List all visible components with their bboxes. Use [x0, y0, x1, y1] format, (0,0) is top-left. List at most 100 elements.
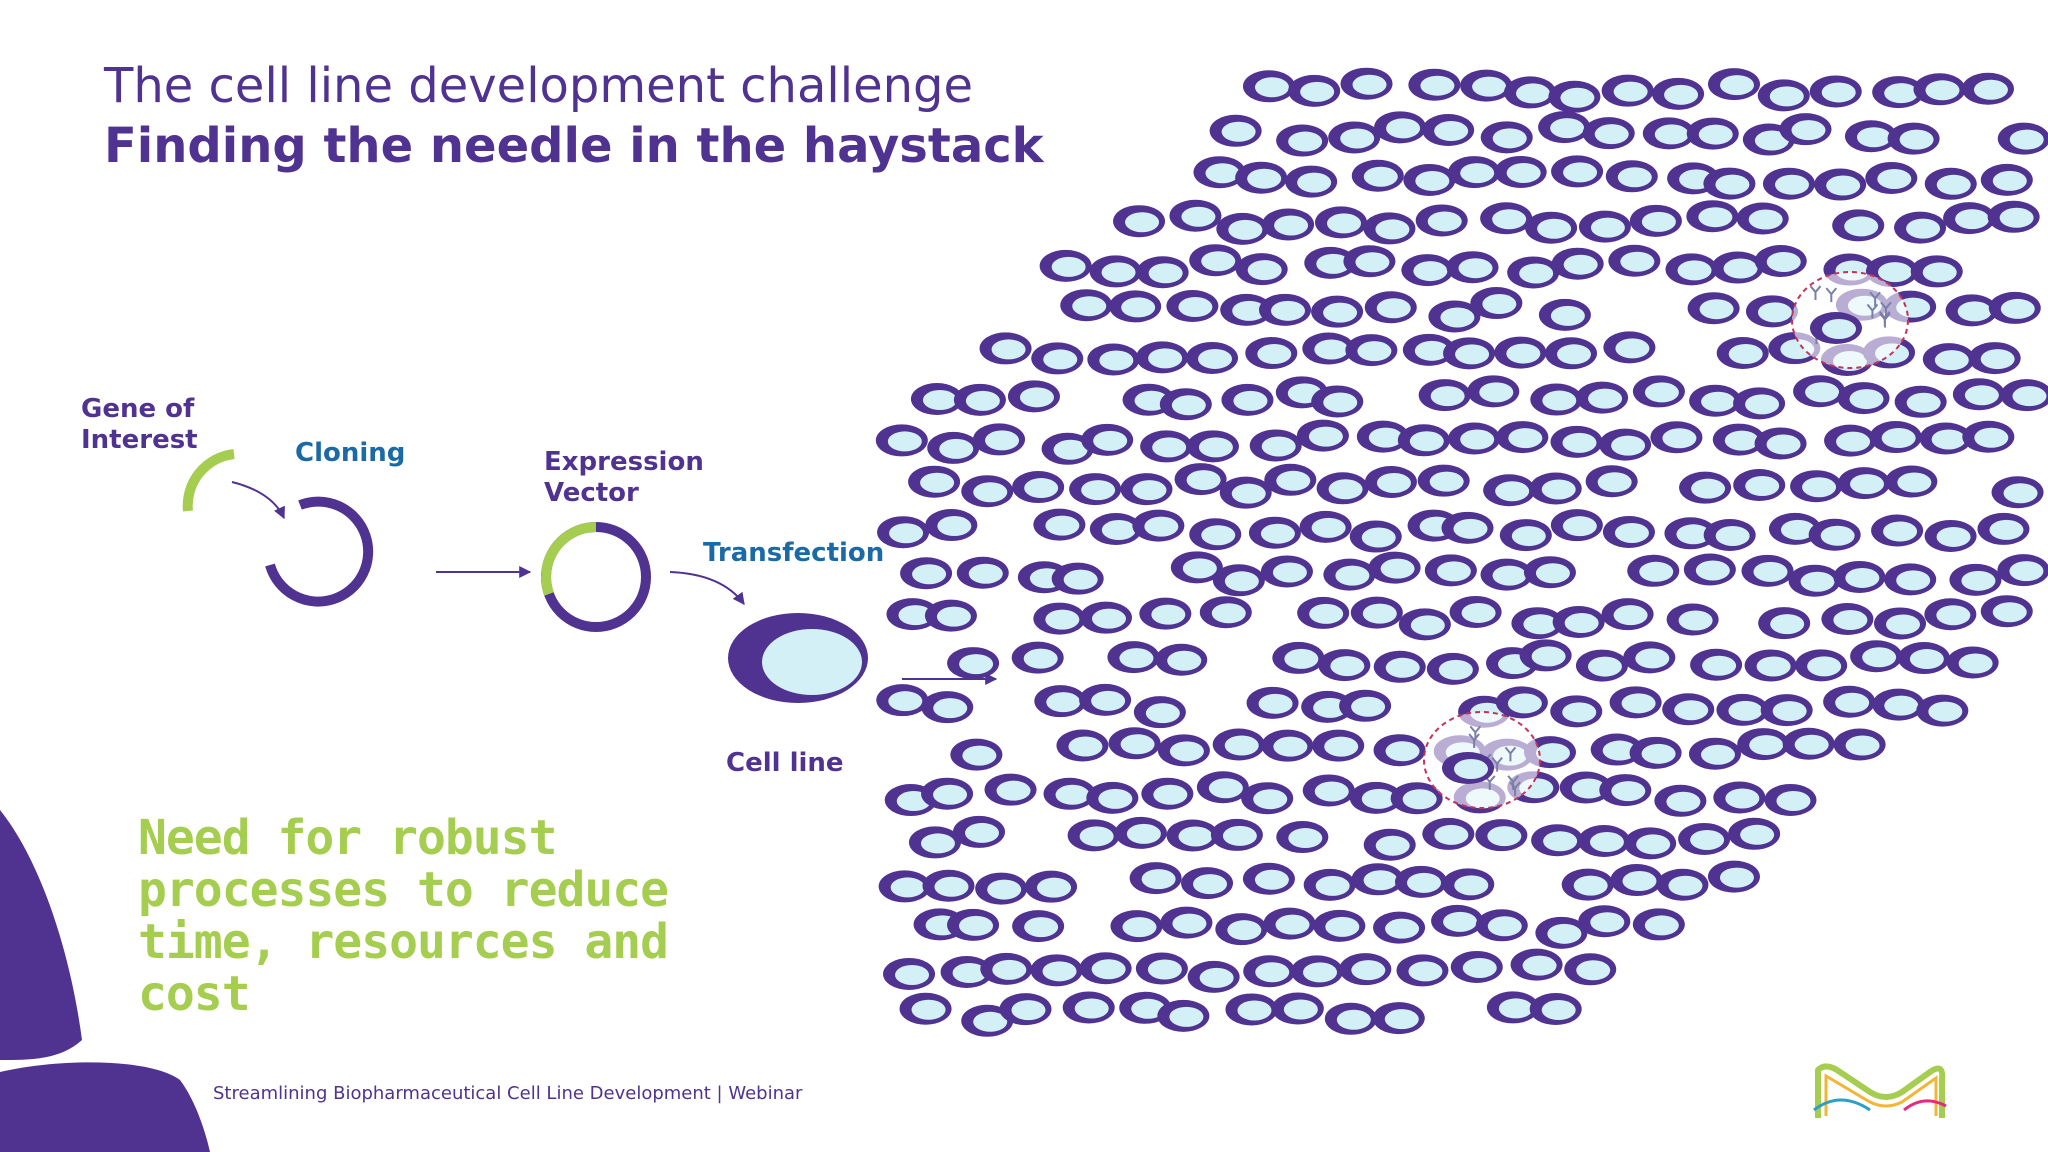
population-cell-nucleus [934, 876, 969, 897]
population-cell-nucleus [895, 964, 930, 985]
population-cell-nucleus [1361, 788, 1396, 809]
population-cell-nucleus [1543, 831, 1578, 852]
population-cell-nucleus [1414, 340, 1449, 361]
population-cell-nucleus [1622, 871, 1657, 892]
population-cell-nucleus [1590, 217, 1625, 238]
population-cell-nucleus [1275, 914, 1310, 935]
population-cell-nucleus [1617, 167, 1652, 188]
population-cell-nucleus [1897, 472, 1932, 493]
population-cell-nucleus [1770, 614, 1805, 635]
corner-shape-left [0, 810, 82, 1060]
population-cell-nucleus [1288, 131, 1323, 152]
population-cell-nucleus [1511, 526, 1546, 547]
population-cell-nucleus [1989, 519, 2024, 540]
population-cell-nucleus [1151, 604, 1186, 625]
population-cell-nucleus [2009, 561, 2044, 582]
population-cell-nucleus [1430, 386, 1465, 407]
population-cell-nucleus [1662, 428, 1697, 449]
population-cell-nucleus [1562, 432, 1597, 453]
population-cell-nucleus [1766, 251, 1801, 272]
population-cell-nucleus [1961, 570, 1996, 591]
antibody-icon [1504, 746, 1517, 762]
population-cell-nucleus [1362, 603, 1397, 624]
population-cell-nucleus [1676, 524, 1711, 545]
population-cell-nucleus [1429, 471, 1464, 492]
population-cell-nucleus [1794, 734, 1829, 755]
population-cell-nucleus [1590, 912, 1625, 933]
population-cell-nucleus [1201, 525, 1236, 546]
population-cell-nucleus [1886, 614, 1921, 635]
population-cell-nucleus [1877, 168, 1912, 189]
population-cell-nucleus [952, 963, 987, 984]
population-cell-nucleus [1288, 828, 1323, 849]
population-cell-nucleus [1247, 260, 1282, 281]
population-cell-nucleus [1385, 918, 1420, 939]
population-cell-nucleus [2009, 129, 2044, 150]
population-cell-nucleus [973, 482, 1008, 503]
population-cell-nucleus [1728, 700, 1763, 721]
population-cell-nucleus [1260, 523, 1295, 544]
population-cell-nucleus [1702, 655, 1737, 676]
population-cell-nucleus [1384, 1009, 1419, 1030]
population-cell-nucleus [1928, 701, 1963, 722]
population-cell-nucleus [1327, 213, 1362, 234]
population-cell-nucleus [1148, 348, 1183, 369]
population-cell-nucleus [1247, 168, 1282, 189]
population-cell-nucleus [1602, 740, 1637, 761]
population-cell-nucleus [1766, 434, 1801, 455]
transfection-label: Transfection [703, 538, 885, 568]
population-cell-nucleus [1537, 218, 1572, 239]
population-cell-nucleus [1261, 436, 1296, 457]
population-cell-nucleus [1079, 826, 1114, 847]
population-cell-nucleus [1037, 877, 1072, 898]
callout-text: Need for robust processes to reduce time… [138, 810, 669, 1022]
population-cell-nucleus [1042, 961, 1077, 982]
population-cell-nucleus [1351, 960, 1386, 981]
population-cell-nucleus [1043, 349, 1078, 370]
antibody-icon [1507, 775, 1519, 790]
population-cell-nucleus [1690, 829, 1725, 850]
population-cell-nucleus [1462, 957, 1497, 978]
population-cell-nucleus [1845, 567, 1880, 588]
population-cell-nucleus [890, 877, 925, 898]
population-cell-nucleus [2000, 298, 2035, 319]
population-cell-nucleus [1274, 215, 1309, 236]
population-cell-nucleus [1472, 76, 1507, 97]
population-cell-nucleus [1877, 262, 1912, 283]
population-cell-nucleus [1193, 874, 1228, 895]
population-cell-nucleus [1715, 525, 1750, 546]
population-cell-nucleus [1850, 474, 1885, 495]
population-cell-nucleus [1720, 75, 1755, 96]
population-cell-nucleus [1385, 657, 1420, 678]
population-cell-nucleus [1172, 913, 1207, 934]
population-cell-nucleus [1410, 615, 1445, 636]
population-cell-nucleus [1906, 218, 1941, 239]
population-cell-nucleus [920, 472, 955, 493]
population-cell-nucleus [1541, 479, 1576, 500]
population-cell-nucleus [1045, 515, 1080, 536]
population-cell-nucleus [1776, 790, 1811, 811]
population-cell-nucleus [1535, 743, 1570, 764]
population-cell-nucleus [1224, 571, 1259, 592]
population-cell-nucleus [1055, 784, 1090, 805]
population-cell-nucleus [1232, 300, 1267, 321]
population-cell-nucleus [1178, 297, 1213, 318]
population-cell-nucleus [1167, 650, 1202, 671]
population-cell-nucleus [1368, 427, 1403, 448]
population-cell-nucleus [991, 339, 1026, 360]
population-cell-nucleus [1636, 834, 1671, 855]
population-cell-nucleus [1283, 999, 1318, 1020]
population-cell-nucleus [1147, 959, 1182, 980]
footer-text: Streamlining Biopharmaceutical Cell Line… [213, 1083, 803, 1104]
population-cell-nucleus [1519, 263, 1554, 284]
population-cell-nucleus [1068, 736, 1103, 757]
population-cell-nucleus [933, 784, 968, 805]
population-cell-nucleus [1588, 388, 1623, 409]
population-cell-nucleus [1719, 867, 1754, 888]
population-cell-nucleus [1126, 823, 1161, 844]
population-cell-nucleus [939, 438, 974, 459]
population-cell-nucleus [1340, 128, 1375, 149]
population-cell-nucleus [1508, 428, 1543, 449]
population-cell-nucleus [1641, 211, 1676, 232]
